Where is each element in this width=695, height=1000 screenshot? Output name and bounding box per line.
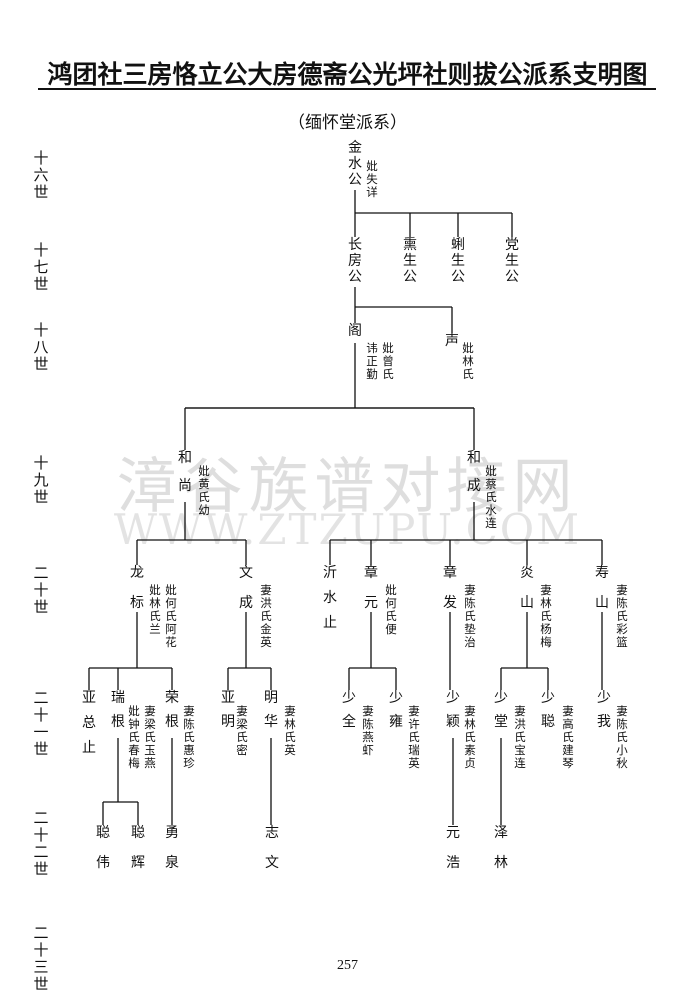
person-name: 勇泉 <box>165 825 179 871</box>
spouse-note: 妻梁氏玉燕 <box>144 704 156 770</box>
page-number: 257 <box>337 958 358 973</box>
person-name: 寿山 <box>595 565 609 611</box>
person-name: 文成 <box>239 565 253 611</box>
person-name: 少聪 <box>541 690 555 730</box>
person-name: 荣根 <box>165 690 179 730</box>
spouse-note: 妻梁氏密 <box>236 704 248 757</box>
spouse-note: 妻洪氏宝连 <box>514 704 526 770</box>
spouse-note: 妻林氏英 <box>284 704 296 757</box>
generation-label: 十八世 <box>33 321 49 373</box>
spouse-note: 妻林氏杨梅 <box>540 583 552 649</box>
person-name: 元浩 <box>446 825 460 871</box>
person-name: 金水公 <box>348 140 362 188</box>
spouse-note: 妣蔡氏水连 <box>485 464 497 530</box>
generation-label: 二十二世 <box>33 809 49 878</box>
person-name: 明华 <box>264 690 278 730</box>
spouse-note: 妻洪氏金英 <box>260 583 272 649</box>
generation-label: 十六世 <box>33 149 49 201</box>
person-name: 章元 <box>364 565 378 611</box>
person-name: 蜊生公 <box>451 237 465 285</box>
person-name: 聪伟 <box>96 825 110 871</box>
spouse-note: 妻许氏瑞英 <box>408 704 420 770</box>
person-name: 少我 <box>597 690 611 730</box>
person-name: 志文 <box>265 825 279 871</box>
person-name: 少雍 <box>389 690 403 730</box>
person-name: 和成 <box>467 450 481 494</box>
title-underline <box>38 88 656 90</box>
spouse-note: 妻陈氏小秋 <box>616 704 628 770</box>
person-name: 阁 <box>348 323 362 339</box>
person-name: 长房公 <box>348 237 362 285</box>
generation-label: 二十一世 <box>33 689 49 758</box>
spouse-note: 妻陈氏彩篮 <box>616 583 628 649</box>
spouse-note: 妣黄氏幼 <box>198 464 210 517</box>
person-name: 龙标 <box>130 565 144 611</box>
spouse-note: 妣曾氏 <box>382 341 394 381</box>
spouse-note: 妣钟氏春梅 <box>128 704 140 770</box>
spouse-note: 妻高氏建琴 <box>562 704 574 770</box>
person-name: 亚总止 <box>82 690 96 756</box>
generation-label: 十九世 <box>33 454 49 506</box>
generation-label: 十七世 <box>33 241 49 293</box>
person-name: 和尚 <box>178 450 192 494</box>
person-name: 聪辉 <box>131 825 145 871</box>
spouse-note: 妻陈燕虾 <box>362 704 374 757</box>
person-name: 少堂 <box>494 690 508 730</box>
person-name: 党生公 <box>505 237 519 285</box>
spouse-note: 妣林氏兰 <box>149 583 161 636</box>
spouse-note: 妻陈氏惠珍 <box>183 704 195 770</box>
person-name: 瑞根 <box>111 690 125 730</box>
spouse-note: 妣林氏 <box>462 341 474 381</box>
person-name: 熏生公 <box>403 237 417 285</box>
person-name: 泽林 <box>494 825 508 871</box>
person-name: 亚明 <box>221 690 235 730</box>
person-name: 声 <box>445 333 459 349</box>
person-name: 沂水止 <box>323 565 337 631</box>
generation-label: 二十世 <box>33 564 49 616</box>
person-name: 章发 <box>443 565 457 611</box>
person-name: 少全 <box>342 690 356 730</box>
generation-label: 二十三世 <box>33 924 49 993</box>
spouse-note: 妣失详 <box>366 159 378 199</box>
spouse-note: 讳正勤 <box>366 341 378 381</box>
spouse-note: 妣何氏阿花 <box>165 583 177 649</box>
person-name: 炎山 <box>520 565 534 611</box>
page-subtitle: （缅怀堂派系） <box>288 113 407 133</box>
page-title: 鸿团社三房恪立公大房德斋公光坪社则拔公派系支明图 <box>47 60 648 89</box>
spouse-note: 妣何氏便 <box>385 583 397 636</box>
spouse-note: 妻林氏素贞 <box>464 704 476 770</box>
spouse-note: 妻陈氏垫治 <box>464 583 476 649</box>
person-name: 少颖 <box>446 690 460 730</box>
